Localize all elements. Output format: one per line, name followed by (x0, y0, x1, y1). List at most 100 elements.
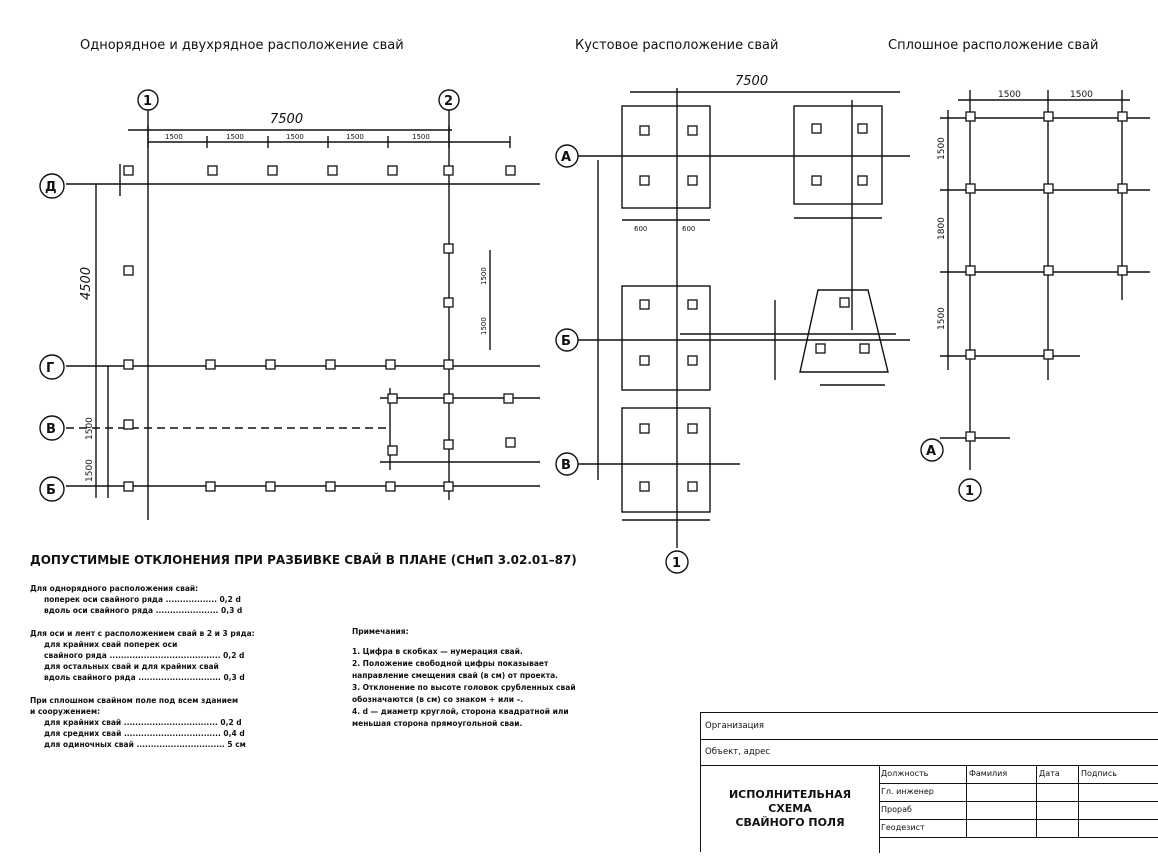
solid-axis-a: А (926, 444, 936, 459)
solid-axis-1: 1 (965, 484, 974, 499)
note-2a: 2. Положение свободной цифры показывает (352, 659, 549, 668)
cluster-piles (639, 123, 870, 492)
tolerance-group-3: При сплошном свайном поле под всем здани… (30, 695, 330, 750)
tolerance-group-1: Для однорядного расположения свай: попер… (30, 583, 330, 616)
tol-g3-title: При сплошном свайном поле под всем здани… (30, 696, 239, 705)
stamp-col-name: Фамилия (967, 765, 1037, 783)
linear-dim-total: 7500 (270, 112, 303, 127)
solid-dim-top-2: 1500 (1070, 90, 1093, 100)
tol-g3-line-2: для средних свай .......................… (44, 729, 245, 738)
linear-dim-span-1: 1500 (165, 133, 183, 141)
stamp-foreman-name[interactable] (967, 801, 1037, 819)
cluster-dim-b: 600 (682, 225, 695, 233)
axis-bubble-2: 2 (444, 94, 453, 109)
tolerances-heading: ДОПУСТИМЫЕ ОТКЛОНЕНИЯ ПРИ РАЗБИВКЕ СВАЙ … (30, 553, 577, 567)
solid-dim-side-2: 1800 (937, 217, 947, 240)
solid-dim-top-1: 1500 (998, 90, 1021, 100)
heading-solid: Сплошное расположение свай (888, 38, 1098, 53)
linear-dim-span-3: 1500 (286, 133, 304, 141)
stamp-surveyor-label: Геодезист (879, 819, 967, 837)
stamp-foreman-label: Прораб (879, 801, 967, 819)
note-4b: меньшая сторона прямоугольной сваи. (352, 719, 523, 728)
note-3a: 3. Отклонение по высоте головок срубленн… (352, 683, 576, 692)
title-block: Организация Объект, адрес ИСПОЛНИТЕЛЬНАЯ… (700, 712, 1158, 853)
solid-axis-bubbles: А 1 (920, 438, 982, 502)
cluster-axis-v: В (561, 458, 571, 473)
stamp-surveyor-date[interactable] (1037, 819, 1079, 837)
linear-dim-side-2: 1500 (85, 459, 95, 482)
notes-block: Примечания: 1. Цифра в скобках — нумерац… (352, 626, 692, 730)
tol-g1-line-2: вдоль оси свайного ряда ................… (44, 606, 243, 615)
linear-dim-right-1: 1500 (480, 267, 488, 285)
stamp-row-chief: Гл. инженер (879, 783, 1158, 802)
cluster-axis-b: Б (561, 334, 571, 349)
tol-g3-line-1: для крайних свай .......................… (44, 718, 242, 727)
tol-g1-line-1: поперек оси свайного ряда ..............… (44, 595, 241, 604)
stamp-title-line-2: СХЕМА (768, 802, 812, 815)
tol-g1-title: Для однорядного расположения свай: (30, 584, 199, 593)
tol-g3-line-3: для одиночных свай .....................… (44, 740, 246, 749)
stamp-chief-date[interactable] (1037, 783, 1079, 801)
note-2b: направление смещения свай (в см) от прое… (352, 671, 558, 680)
linear-dim-span-4: 1500 (346, 133, 364, 141)
axis-bubble-d: Д (45, 180, 57, 195)
heading-linear: Однорядное и двухрядное расположение сва… (80, 38, 404, 53)
linear-dim-vertical: 4500 (79, 267, 94, 300)
stamp-col-sign: Подпись (1081, 769, 1117, 778)
stamp-header-row: Должность Фамилия Дата Подпись (879, 765, 1158, 784)
cluster-axis-bubbles: А Б В 1 (555, 144, 689, 574)
solid-piles (965, 111, 1128, 442)
stamp-row-foreman: Прораб (879, 801, 1158, 820)
stamp-col-position: Должность (879, 765, 967, 783)
stamp-title: ИСПОЛНИТЕЛЬНАЯ СХЕМА СВАЙНОГО ПОЛЯ (701, 765, 880, 853)
cluster-axis-1: 1 (672, 556, 681, 571)
stamp-title-line-3: СВАЙНОГО ПОЛЯ (735, 816, 845, 829)
heading-cluster: Кустовое расположение свай (575, 38, 778, 53)
tol-g2-line-3: для остальных свай и для крайних свай (44, 662, 219, 671)
tol-g2-line-2: свайного ряда ..........................… (44, 651, 245, 660)
stamp-signature-grid: Должность Фамилия Дата Подпись Гл. инжен… (879, 765, 1158, 853)
cluster-dim-total: 7500 (735, 74, 768, 89)
linear-dim-right-2: 1500 (480, 317, 488, 335)
tolerances-block: ДОПУСТИМЫЕ ОТКЛОНЕНИЯ ПРИ РАЗБИВКЕ СВАЙ … (30, 554, 577, 762)
tolerance-group-2: Для оси и лент с расположением свай в 2 … (30, 628, 330, 683)
solid-dim-side-1: 1500 (937, 137, 947, 160)
tol-g3-title-2: и сооружением: (30, 707, 101, 716)
stamp-object-label: Объект, адрес (705, 747, 771, 757)
stamp-org-label: Организация (705, 721, 764, 731)
linear-scheme (66, 108, 540, 520)
solid-scheme (940, 90, 1150, 470)
axis-bubble-b: Б (46, 483, 56, 498)
stamp-foreman-sign[interactable] (1079, 801, 1158, 819)
axis-bubble-v: В (46, 422, 56, 437)
notes-title: Примечания: (352, 627, 409, 636)
stamp-chief-label: Гл. инженер (879, 783, 967, 801)
stamp-row-surveyor: Геодезист (879, 819, 1158, 838)
solid-dim-side-3: 1500 (937, 307, 947, 330)
note-1: 1. Цифра в скобках — нумерация свай. (352, 647, 523, 656)
note-3b: обозначаются (в см) со знаком + или –. (352, 695, 524, 704)
cluster-scheme (575, 88, 910, 548)
linear-dim-side-1: 1500 (85, 417, 95, 440)
linear-piles (123, 165, 516, 492)
linear-dim-span-2: 1500 (226, 133, 244, 141)
cluster-dim-a: 600 (634, 225, 647, 233)
stamp-surveyor-sign[interactable] (1079, 819, 1158, 837)
tol-g2-line-1: для крайних свай поперек оси (44, 640, 178, 649)
stamp-foreman-date[interactable] (1037, 801, 1079, 819)
stamp-chief-name[interactable] (967, 783, 1037, 801)
stamp-row-org: Организация (701, 713, 1158, 740)
linear-axis-bubbles: 1 2 Д Г В Б (39, 89, 460, 502)
tol-g2-title: Для оси и лент с расположением свай в 2 … (30, 629, 255, 638)
tol-g2-line-4: вдоль свайного ряда ....................… (44, 673, 245, 682)
stamp-chief-sign[interactable] (1079, 783, 1158, 801)
stamp-col-date: Дата (1037, 765, 1079, 783)
stamp-row-object: Объект, адрес (701, 739, 1158, 766)
cluster-axis-a: А (561, 150, 571, 165)
linear-dim-span-5: 1500 (412, 133, 430, 141)
stamp-surveyor-name[interactable] (967, 819, 1037, 837)
stamp-title-line-1: ИСПОЛНИТЕЛЬНАЯ (728, 788, 852, 801)
axis-bubble-g: Г (46, 361, 54, 376)
axis-bubble-1: 1 (143, 94, 152, 109)
